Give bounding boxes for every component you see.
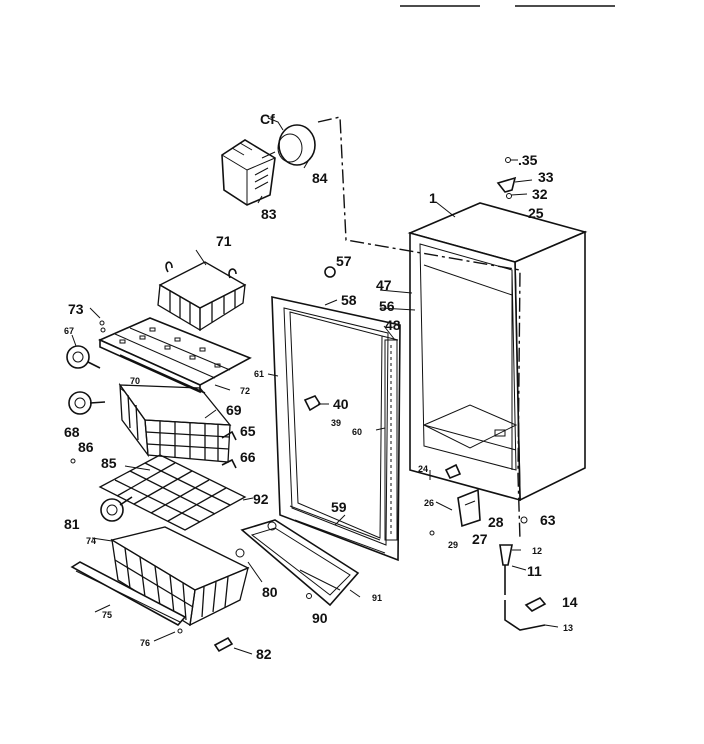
label-cabinet: 1 [429, 190, 437, 206]
label-screw-35: .35 [518, 152, 538, 168]
label-clip-73: 73 [68, 301, 84, 317]
label-front-75: 75 [102, 610, 112, 620]
alignment-line [317, 116, 521, 541]
label-support-81: 81 [64, 516, 80, 532]
label-breaker-48: 48 [385, 317, 401, 333]
part-labels: 1 83 84 Cf .35 33 32 25 71 57 58 47 56 4… [64, 111, 578, 662]
label-shelf-85: 85 [101, 455, 117, 471]
label-screw-90: 90 [312, 610, 328, 626]
label-screw-39: 39 [331, 418, 341, 428]
label-hinge-28: 28 [488, 514, 504, 530]
label-leveler-11: 11 [527, 563, 542, 579]
label-thermostat-knob: 84 [312, 170, 328, 186]
label-bracket-25: 25 [528, 205, 544, 221]
label-screw-86: 86 [78, 439, 94, 455]
label-tube-14: 14 [562, 594, 578, 610]
kickplate-drawing [240, 519, 360, 607]
label-rail-72: 72 [240, 386, 250, 396]
label-basket-74: 74 [86, 536, 96, 546]
label-strip-59: 59 [331, 499, 347, 515]
round-supports-drawing [66, 345, 133, 522]
hardware-drawing [70, 266, 547, 653]
label-support-65: 65 [240, 423, 256, 439]
label-bushing-12: 12 [532, 546, 542, 556]
label-basket-69: 69 [226, 402, 242, 418]
label-hose-13: 13 [563, 623, 573, 633]
label-gasket-60: 60 [352, 427, 362, 437]
cabinet-drawing [407, 202, 588, 502]
upper-basket-drawing [118, 382, 232, 463]
label-shelf-56: 56 [379, 298, 395, 314]
label-grommet-57: 57 [336, 253, 352, 269]
shelf-tray-drawing [98, 317, 252, 394]
label-washer-32: 32 [532, 186, 548, 202]
label-bracket-24: 24 [418, 464, 428, 474]
label-pin-27: 27 [472, 531, 488, 547]
label-door-liner-58: 58 [341, 292, 357, 308]
ice-bucket-drawing [157, 249, 247, 332]
label-support-68: 68 [64, 424, 80, 440]
cropped-header-strip [0, 0, 704, 8]
lower-basket-drawing [70, 526, 250, 627]
label-shelf-70: 70 [130, 376, 140, 386]
header-marks [400, 5, 615, 7]
label-screw-63: 63 [540, 512, 556, 528]
label-ice-bucket-71: 71 [216, 233, 232, 249]
label-hinge-26: 26 [424, 498, 434, 508]
label-gasket-47: 47 [376, 277, 392, 293]
label-clip-67: 67 [64, 326, 74, 336]
label-thermostat-assembly: 83 [261, 206, 277, 222]
label-clip-40: 40 [333, 396, 349, 412]
label-hinge-92: 92 [253, 491, 269, 507]
label-knob-clip: Cf [260, 111, 275, 127]
label-screw-80: 80 [262, 584, 278, 600]
label-screw-29: 29 [448, 540, 458, 550]
label-clip-82: 82 [256, 646, 272, 662]
leader-lines [71, 157, 559, 655]
label-rivet-76: 76 [140, 638, 150, 648]
thermostat-drawing [221, 117, 316, 206]
top-hinge-drawing [496, 157, 533, 199]
door-drawing [271, 295, 401, 562]
label-support-66: 66 [240, 449, 256, 465]
label-kickplate-91: 91 [372, 593, 382, 603]
label-door-61: 61 [254, 369, 264, 379]
label-hinge-top-33: 33 [538, 169, 554, 185]
wire-shelf-drawing [98, 454, 247, 531]
